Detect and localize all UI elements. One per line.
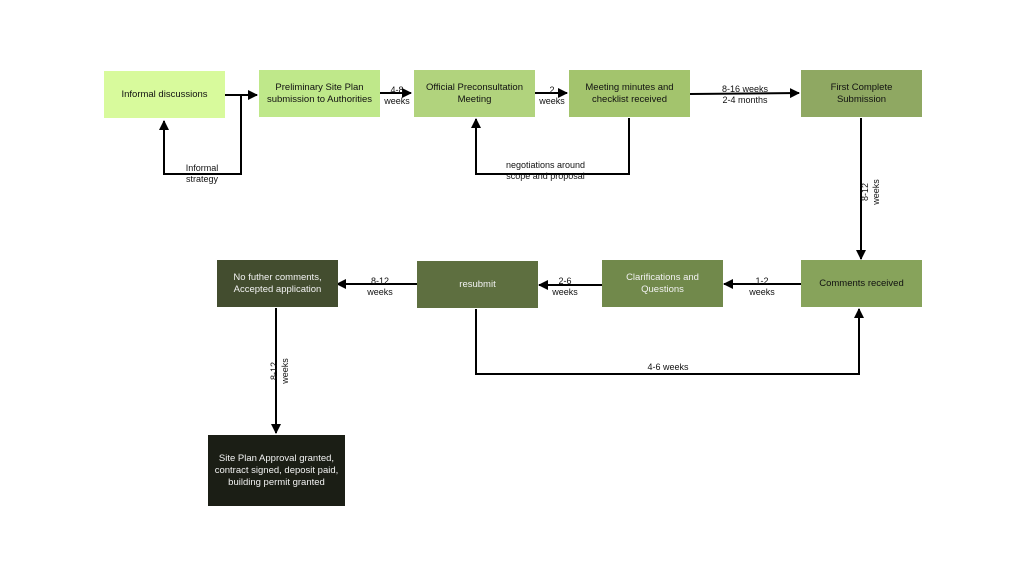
label-resubmit-to-accepted: 8-12 weeks <box>367 276 393 297</box>
arrow-informal-strategy-loop <box>159 95 242 175</box>
arrow-minutes-to-first-submission <box>689 88 800 99</box>
label-resubmit-loop: 4-6 weeks <box>647 362 689 372</box>
node-no-further-comments[interactable]: No futher comments, Accepted application <box>217 260 338 307</box>
label-clarifications-to-resubmit: 2-6 weeks <box>552 276 578 297</box>
label-negotiations: negotiations around scope and proposal <box>505 160 586 181</box>
label-preconsult-to-minutes: 2 weeks <box>539 85 565 106</box>
label-first-to-comments: 8-12 weeks <box>860 179 881 205</box>
label-comments-to-clarifications: 1-2 weeks <box>749 276 775 297</box>
label-minutes-to-first: 8-16 weeks 2-4 months <box>721 84 769 105</box>
node-comments-received[interactable]: Comments received <box>801 260 922 307</box>
node-official-preconsultation[interactable]: Official Preconsultation Meeting <box>414 70 535 117</box>
node-informal-discussions[interactable]: Informal discussions <box>104 71 225 118</box>
node-preliminary-site-plan[interactable]: Preliminary Site Plan submission to Auth… <box>259 70 380 117</box>
node-resubmit[interactable]: resubmit <box>417 261 538 308</box>
node-clarifications[interactable]: Clarifications and Questions <box>602 260 723 307</box>
node-site-plan-approval[interactable]: Site Plan Approval granted, contract sig… <box>208 435 345 506</box>
node-meeting-minutes[interactable]: Meeting minutes and checklist received <box>569 70 690 117</box>
node-first-complete-submission[interactable]: First Complete Submission <box>801 70 922 117</box>
arrow-negotiations-loop <box>471 118 630 175</box>
label-prelim-to-preconsult: 4-8 weeks <box>384 85 410 106</box>
label-informal-strategy: Informal strategy <box>185 163 219 184</box>
arrow-resubmit-loop <box>475 308 864 375</box>
label-accepted-to-approval: 8-12 weeks <box>269 358 290 384</box>
